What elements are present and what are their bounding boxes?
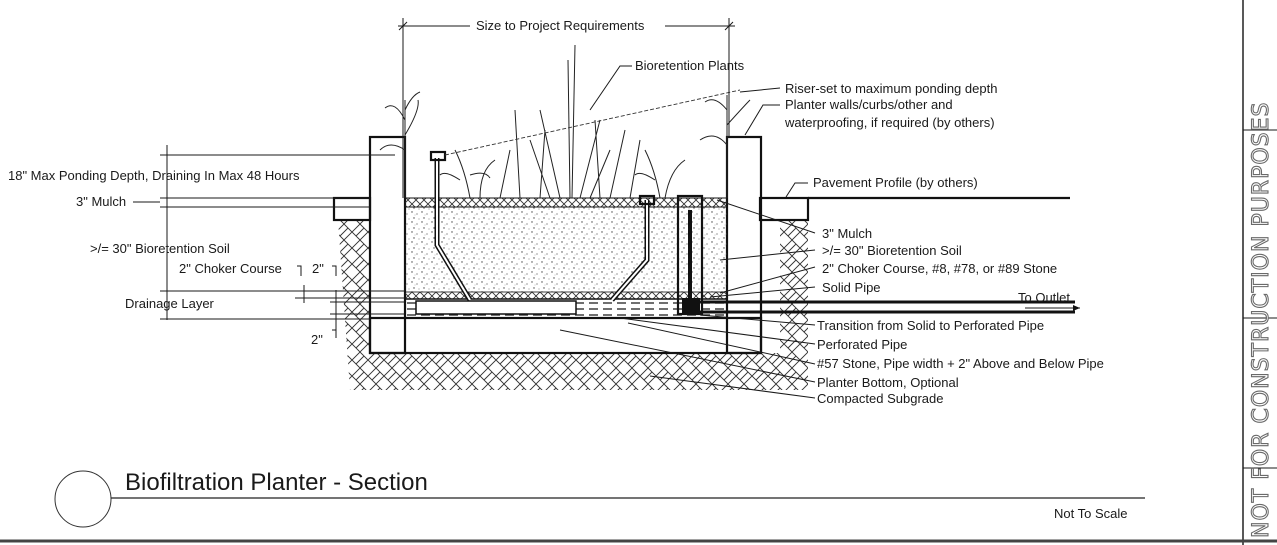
perforated-pipe-label: Perforated Pipe [817,337,907,352]
labels: Size to Project Requirements 18" Max Pon… [8,18,1104,406]
bottom-dimension-label: 2" [311,332,323,347]
left-dimension-lines [133,145,405,338]
left-choker-label: 2" Choker Course [179,261,282,276]
walls-label-1: Planter walls/curbs/other and [785,97,953,112]
right-choker-label: 2" Choker Course, #8, #78, or #89 Stone [822,261,1057,276]
bioretention-plants [379,44,751,199]
riser-label: Riser-set to maximum ponding depth [785,81,997,96]
left-soil-label: >/= 30" Bioretention Soil [90,241,230,256]
to-outlet-label: To Outlet [1018,290,1070,305]
right-mulch-label: 3" Mulch [822,226,872,241]
scale-note: Not To Scale [1054,506,1127,521]
choker-dimension-label: 2" [312,261,324,276]
drainage-layer-label: Drainage Layer [125,296,215,311]
compacted-subgrade [338,220,808,390]
walls-label-2: waterproofing, if required (by others) [784,115,995,130]
pavement-label: Pavement Profile (by others) [813,175,978,190]
planter-bottom-label: Planter Bottom, Optional [817,375,959,390]
plants-label: Bioretention Plants [635,58,745,73]
ponding-label: 18" Max Ponding Depth, Draining In Max 4… [8,168,300,183]
drawing-title-block: Biofiltration Planter - Section Not To S… [54,469,1145,528]
subgrade-label: Compacted Subgrade [817,391,943,406]
top-dimension [398,18,735,198]
not-for-construction-stamp: NOT FOR CONSTRUCTION PURPOSES [1249,101,1274,538]
left-mulch-label: 3" Mulch [76,194,126,209]
stone-label: #57 Stone, Pipe width + 2" Above and Bel… [817,356,1104,371]
section-marker-circle [54,470,112,528]
solid-pipe-label: Solid Pipe [822,280,881,295]
drawing-title: Biofiltration Planter - Section [125,469,428,496]
leader-lines [559,65,816,399]
transition-label: Transition from Solid to Perforated Pipe [817,318,1044,333]
underdrain-pipes [415,150,1080,316]
size-dimension-label: Size to Project Requirements [476,18,645,33]
right-soil-label: >/= 30" Bioretention Soil [822,243,962,258]
